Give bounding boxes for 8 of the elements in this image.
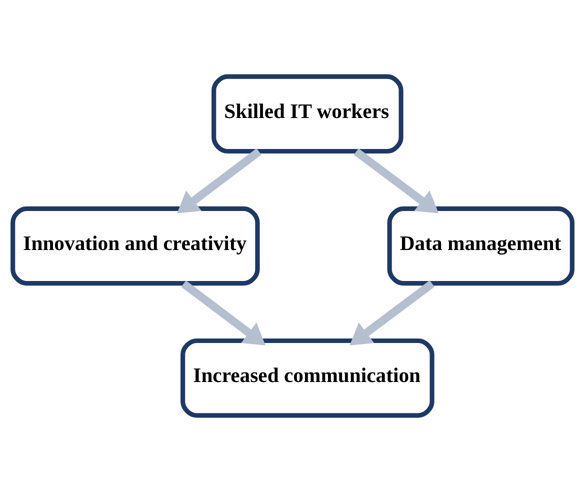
node-box: Skilled IT workers [212, 74, 404, 154]
arrow [350, 280, 434, 345]
arrow [354, 148, 439, 213]
arrow [177, 148, 262, 213]
arrow [181, 280, 266, 345]
node-box: Data management [387, 206, 574, 286]
node-box: Increased communication [180, 338, 434, 418]
node-box: Innovation and creativity [10, 206, 260, 286]
